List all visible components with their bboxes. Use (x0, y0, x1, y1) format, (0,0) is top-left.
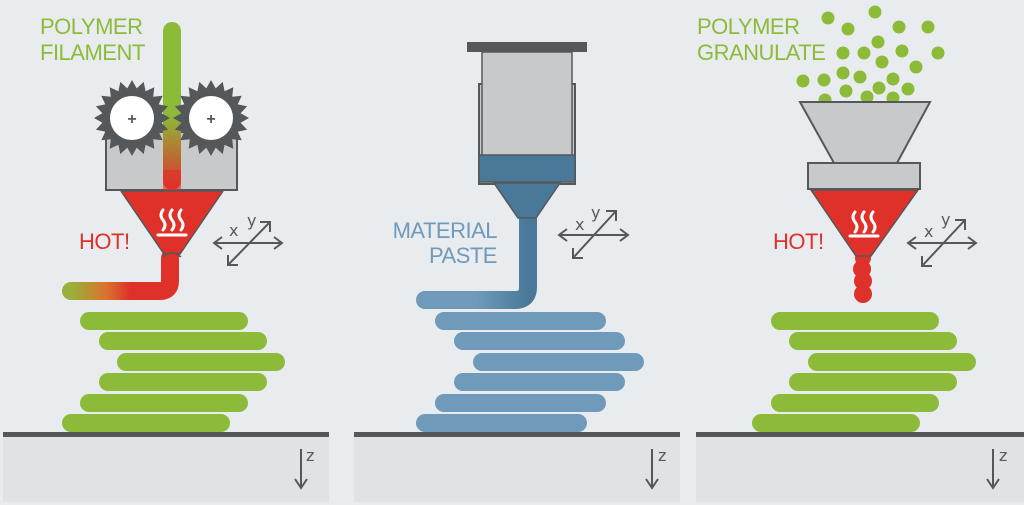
pellet (836, 46, 850, 60)
printed-layers (62, 312, 285, 432)
paste-reservoir (478, 154, 576, 183)
printed-layers (416, 312, 644, 432)
layer (473, 353, 644, 371)
y-axis-label: y (247, 211, 256, 230)
pellet (853, 70, 867, 84)
heat-icon (156, 208, 188, 237)
build-platform (3, 436, 329, 502)
hopper (798, 101, 932, 164)
layer (789, 373, 957, 391)
layer (416, 414, 587, 432)
panel-title-line2: PASTE (429, 243, 497, 268)
z-axis-label: z (306, 446, 314, 465)
pellet (839, 84, 853, 98)
panel-granulate: POLYMER GRANULATE HOT! x y z (696, 5, 1024, 502)
syringe-plunger (481, 51, 573, 157)
build-platform (354, 436, 680, 502)
pellet (909, 60, 923, 74)
z-axis-arrow (986, 449, 1000, 490)
pellet (886, 72, 900, 86)
extruded-strand (416, 209, 537, 309)
layer (771, 394, 939, 412)
build-platform-edge (354, 432, 680, 437)
z-axis-arrow (294, 449, 308, 490)
granulate-pellets (796, 5, 945, 107)
pellet (836, 66, 850, 80)
plunger-cap (467, 42, 587, 52)
pellet (821, 11, 835, 25)
extruder-body (807, 162, 921, 190)
panel-title-line1: POLYMER (40, 14, 142, 39)
z-axis-label: z (658, 446, 666, 465)
y-axis-label: y (591, 203, 600, 222)
hot-label: HOT! (773, 229, 824, 254)
pellet (921, 20, 935, 34)
layer (80, 312, 248, 330)
panel-paste: MATERIAL PASTE x y z (354, 42, 680, 502)
layer (454, 332, 625, 350)
layer (117, 353, 285, 371)
melt-droplets (853, 250, 872, 303)
pellet (841, 22, 855, 36)
pellet (868, 5, 882, 19)
heat-icon (848, 210, 880, 238)
layer (808, 353, 976, 371)
pellet (895, 44, 909, 58)
x-axis-label: x (229, 221, 238, 240)
pellet (871, 35, 885, 49)
pellet (875, 55, 889, 69)
filament-strand (163, 22, 181, 190)
drive-gear-left: + (94, 80, 170, 156)
plus-icon: + (127, 111, 136, 128)
pellet (872, 81, 886, 95)
syringe-nozzle (492, 182, 562, 219)
x-axis-label: x (575, 215, 584, 234)
printed-layers (752, 312, 976, 432)
layer (752, 414, 920, 432)
z-axis-label: z (999, 446, 1007, 465)
plus-icon: + (206, 111, 215, 128)
layer (435, 312, 606, 330)
pellet (892, 20, 906, 34)
xy-axes-icon (557, 210, 630, 259)
y-axis-label: y (941, 210, 950, 229)
extruded-strand (62, 249, 179, 300)
layer (454, 373, 625, 391)
layer (789, 332, 957, 350)
pellet (817, 73, 831, 87)
layer (99, 332, 267, 350)
panel-title-line1: MATERIAL (393, 218, 498, 243)
pellet (931, 46, 945, 60)
hot-label: HOT! (79, 229, 130, 254)
x-axis-label: x (924, 222, 933, 241)
layer (435, 394, 606, 412)
panel-title-line2: GRANULATE (697, 40, 825, 65)
xy-axes-icon (212, 221, 284, 266)
z-axis-arrow (645, 449, 659, 490)
pellet (901, 82, 915, 96)
build-platform-edge (3, 432, 329, 437)
layer (771, 312, 939, 330)
pellet (860, 90, 874, 104)
build-platform (696, 436, 1024, 502)
layer (99, 373, 267, 391)
layer (62, 414, 230, 432)
pellet (857, 46, 871, 60)
pellet (796, 74, 810, 88)
panel-title-line1: POLYMER (697, 14, 799, 39)
panel-filament: + + POLYMER FILAMENT HOT! x y (3, 14, 329, 502)
layer (80, 394, 248, 412)
build-platform-edge (696, 432, 1024, 437)
xy-axes-icon (906, 219, 978, 267)
drive-gear-right: + (173, 80, 249, 156)
panel-title-line2: FILAMENT (40, 40, 145, 65)
